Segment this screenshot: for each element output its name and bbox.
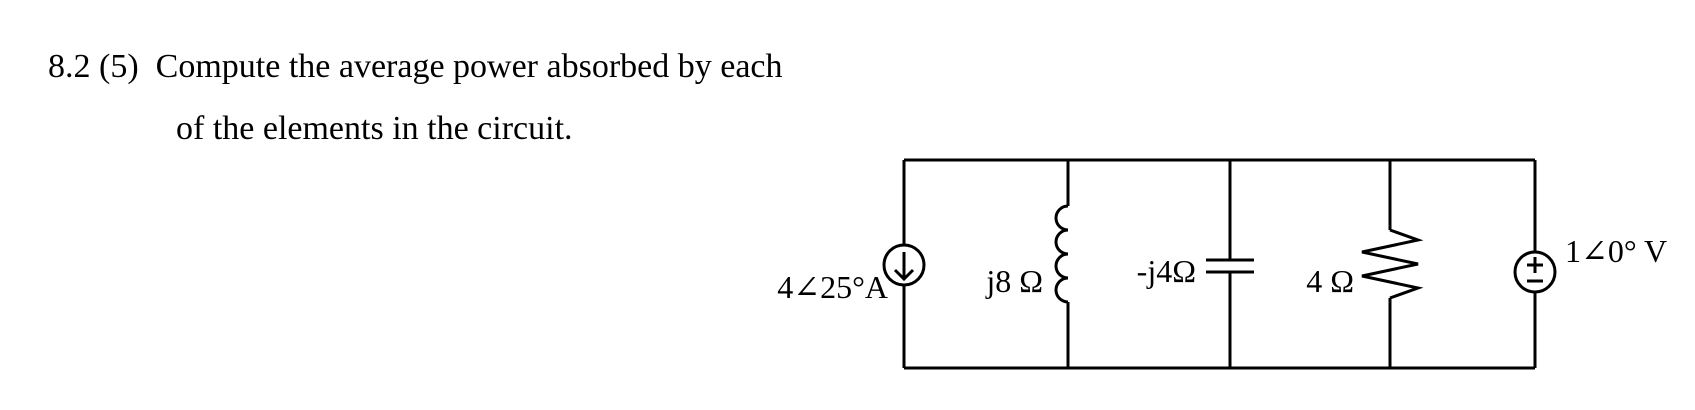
current-source-label: 4∠25°A <box>777 269 888 305</box>
current-source-circle <box>882 243 926 287</box>
resistor-label: 4 Ω <box>1306 263 1354 299</box>
plus-minus-icon <box>1527 257 1543 283</box>
resistor-zigzag <box>1361 228 1424 300</box>
capacitor: -j4Ω <box>1137 160 1254 368</box>
voltage-source-label: 1∠0° V <box>1565 233 1667 269</box>
capacitor-label: -j4Ω <box>1137 253 1196 289</box>
resistor: 4 Ω <box>1306 160 1424 368</box>
voltage-source-circle <box>1513 250 1557 294</box>
problem-statement: 8.2 (5) Compute the average power absorb… <box>48 36 783 160</box>
inductor: j8 Ω <box>985 160 1070 368</box>
arrow-down-icon <box>893 252 915 282</box>
inductor-label: j8 Ω <box>985 263 1043 299</box>
problem-line-2: of the elements in the circuit. <box>176 110 573 147</box>
problem-number: 8.2 (5) <box>48 48 139 85</box>
voltage-source: 1∠0° V <box>1513 160 1667 368</box>
inductor-coil <box>1054 204 1069 304</box>
problem-line-1: 8.2 (5) Compute the average power absorb… <box>48 36 783 98</box>
current-source: 4∠25°A <box>777 160 926 368</box>
problem-text-1: Compute the average power absorbed by ea… <box>155 48 783 85</box>
